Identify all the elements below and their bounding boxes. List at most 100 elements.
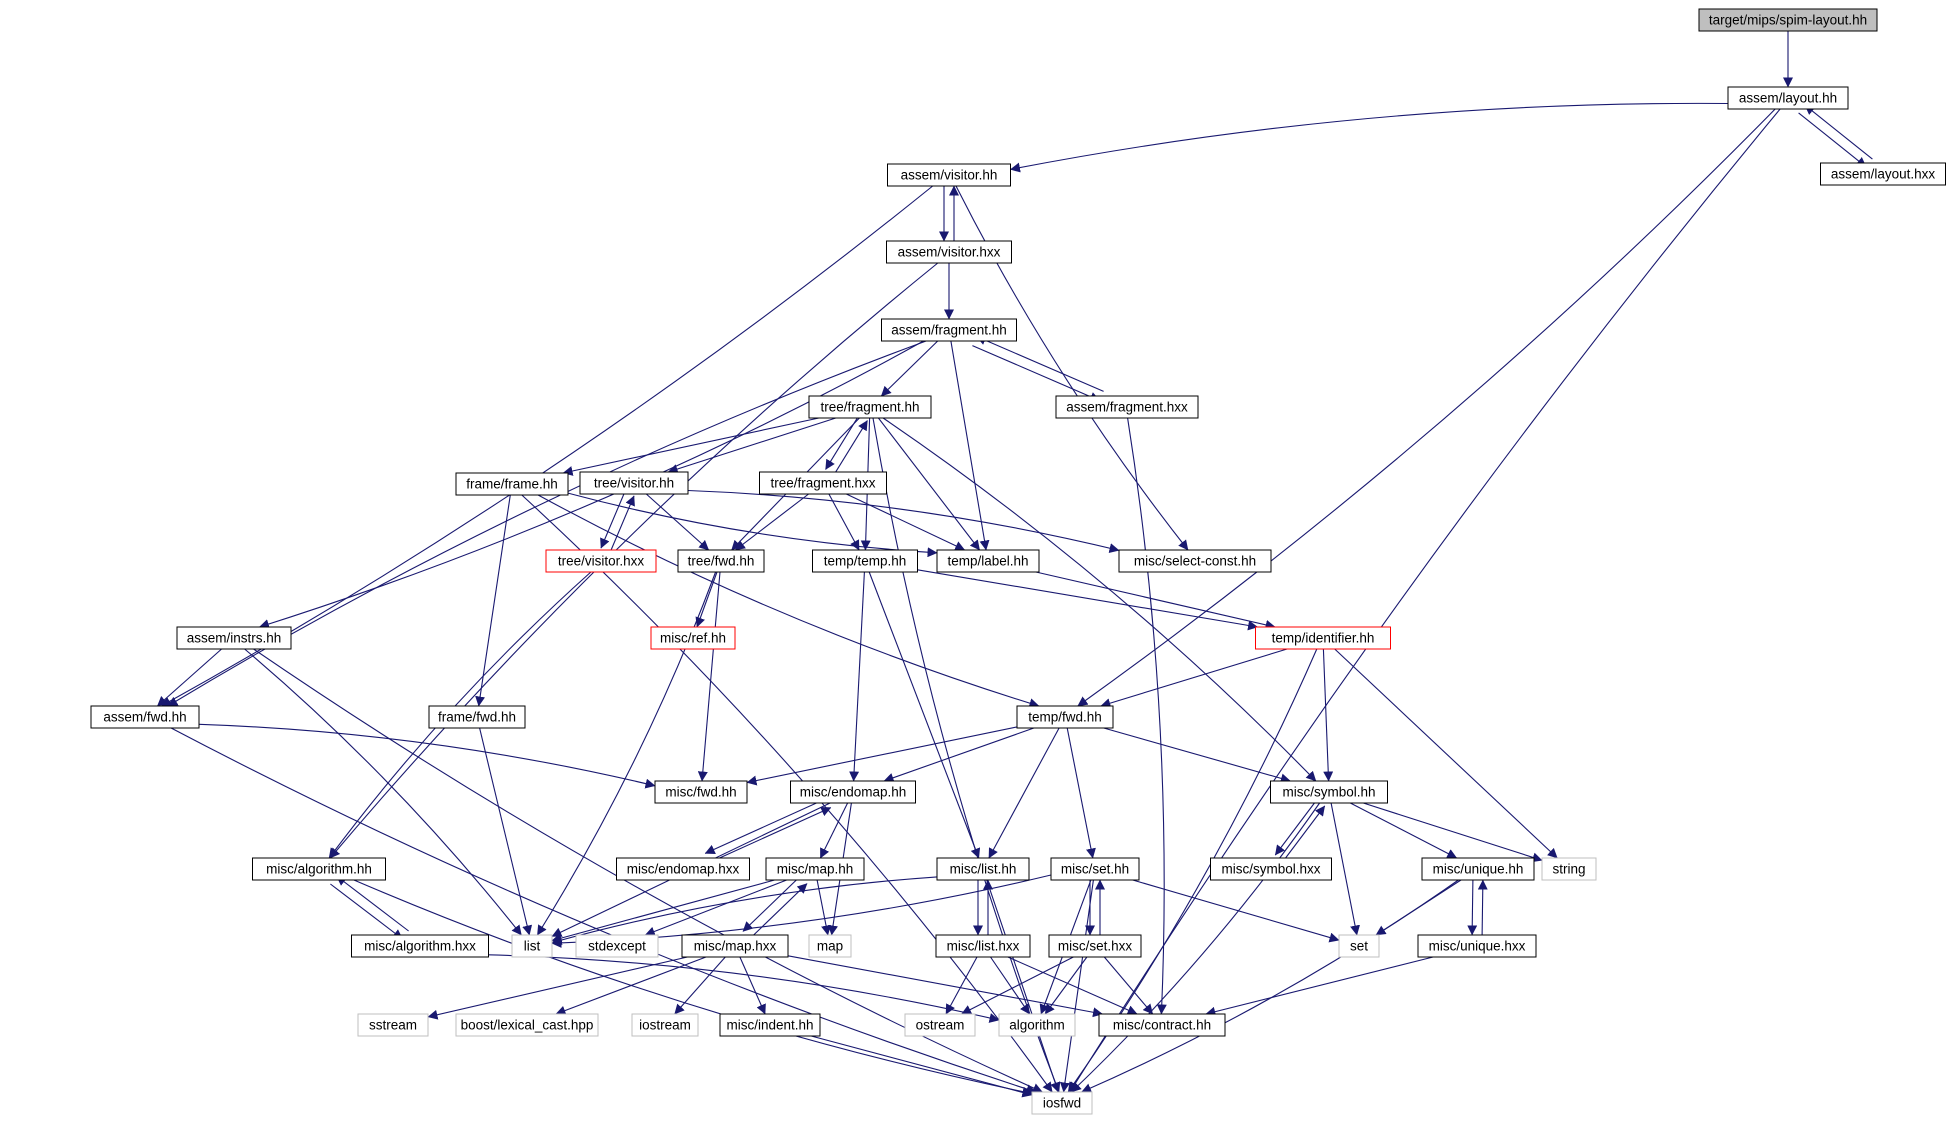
node-box xyxy=(654,780,748,804)
node-box xyxy=(1118,549,1272,573)
node-tree-fragment-hh[interactable]: tree/fragment.hh xyxy=(808,395,932,419)
node-misc-ref-hh[interactable]: misc/ref.hh xyxy=(650,626,736,650)
edge-tempfwd_hh-to-list_hh xyxy=(988,727,1060,859)
node-assem-visitor-hh[interactable]: assem/visitor.hh xyxy=(887,163,1011,187)
edge-tfragment_hxx-to-tfwd_hh xyxy=(735,493,809,551)
node-assem-instrs-hh[interactable]: assem/instrs.hh xyxy=(176,626,292,650)
node-label: assem/fragment.hxx xyxy=(1066,400,1188,415)
node-label: frame/frame.hh xyxy=(466,477,558,492)
node-box xyxy=(1210,857,1332,881)
edge-unique_hxx-to-contract_hh xyxy=(1205,956,1434,1017)
edge-algo_hh-to-algo_hxx xyxy=(330,883,403,940)
node-label: misc/symbol.hxx xyxy=(1221,862,1320,877)
node-tree-fwd-hh[interactable]: tree/fwd.hh xyxy=(677,549,765,573)
edge-layout_hh-to-visitor_hh xyxy=(1010,102,1729,173)
node-label: set xyxy=(1350,939,1368,954)
edge-temp_hh-to-identifier_hh xyxy=(917,569,1259,631)
edge-frame_hh-to-ffwd_hh xyxy=(475,494,511,707)
node-misc-map-hh[interactable]: misc/map.hh xyxy=(765,857,865,881)
node-box xyxy=(1050,857,1140,881)
node-misc-indent-hh[interactable]: misc/indent.hh xyxy=(719,1013,821,1037)
node-box xyxy=(935,934,1031,958)
edge-algo_hxx-to-algorithm xyxy=(488,954,1000,1023)
node-misc-list-hh[interactable]: misc/list.hh xyxy=(936,857,1030,881)
node-misc-fwd-hh[interactable]: misc/fwd.hh xyxy=(654,780,748,804)
node-misc-unique-hh[interactable]: misc/unique.hh xyxy=(1421,857,1535,881)
node-misc-map-hxx[interactable]: misc/map.hxx xyxy=(681,934,789,958)
node-label: tree/fragment.hh xyxy=(820,400,919,415)
edge-layout_hh-to-layout_hxx xyxy=(1798,112,1867,168)
edge-set_hh-to-set xyxy=(1132,879,1340,943)
node-box xyxy=(765,857,865,881)
node-box xyxy=(1698,8,1878,32)
node-assem-visitor-hxx[interactable]: assem/visitor.hxx xyxy=(886,240,1012,264)
node-misc-contract-hh[interactable]: misc/contract.hh xyxy=(1098,1013,1226,1037)
edge-tfragment_hh-to-tfragment_hxx xyxy=(825,415,860,470)
node-label: misc/unique.hh xyxy=(1433,862,1524,877)
node-target-mips-spim-layout-hh[interactable]: target/mips/spim-layout.hh xyxy=(1698,8,1878,32)
node-misc-list-hxx[interactable]: misc/list.hxx xyxy=(935,934,1031,958)
node-misc-set-hh[interactable]: misc/set.hh xyxy=(1050,857,1140,881)
node-label: misc/endomap.hh xyxy=(800,785,907,800)
node-misc-algorithm-hh[interactable]: misc/algorithm.hh xyxy=(252,857,386,881)
edge-tfragment_hxx-to-temp_hh xyxy=(828,493,860,551)
node-label: misc/symbol.hh xyxy=(1282,785,1375,800)
node-tree-visitor-hh[interactable]: tree/visitor.hh xyxy=(579,471,689,495)
node-misc-endomap-hxx[interactable]: misc/endomap.hxx xyxy=(616,857,750,881)
node-assem-fragment-hh[interactable]: assem/fragment.hh xyxy=(881,318,1017,342)
node-misc-symbol-hh[interactable]: misc/symbol.hh xyxy=(1270,780,1388,804)
edge-fragment_hxx-to-fragment_hh xyxy=(975,335,1104,392)
edge-map_hh-to-map_hxx xyxy=(742,876,801,932)
edge-algo_hxx-to-algo_hh xyxy=(336,875,409,932)
node-assem-fwd-hh[interactable]: assem/fwd.hh xyxy=(90,705,200,729)
node-assem-layout-hh[interactable]: assem/layout.hh xyxy=(1727,86,1849,110)
node-misc-endomap-hh[interactable]: misc/endomap.hh xyxy=(790,780,916,804)
node-temp-fwd-hh[interactable]: temp/fwd.hh xyxy=(1016,705,1114,729)
edge-set_hh-to-list xyxy=(551,874,1052,948)
node-label: misc/list.hxx xyxy=(947,939,1020,954)
edge-map_hxx-to-indent_hh xyxy=(739,956,766,1015)
node-label: assem/layout.hh xyxy=(1739,91,1837,106)
node-tree-fragment-hxx[interactable]: tree/fragment.hxx xyxy=(759,471,887,495)
node-misc-set-hxx[interactable]: misc/set.hxx xyxy=(1048,934,1142,958)
edge-tempfwd_hh-to-symbol_hh xyxy=(1103,727,1291,784)
node-label: assem/visitor.hh xyxy=(901,168,998,183)
node-misc-unique-hxx[interactable]: misc/unique.hxx xyxy=(1417,934,1537,958)
node-box xyxy=(252,857,386,881)
edge-ffwd_hh-to-list xyxy=(479,727,533,936)
node-box xyxy=(631,1013,699,1037)
node-assem-layout-hxx[interactable]: assem/layout.hxx xyxy=(1820,162,1946,186)
node-tree-visitor-hxx[interactable]: tree/visitor.hxx xyxy=(545,549,657,573)
node-temp-temp-hh[interactable]: temp/temp.hh xyxy=(812,549,918,573)
node-assem-fragment-hxx[interactable]: assem/fragment.hxx xyxy=(1055,395,1199,419)
node-map: map xyxy=(808,934,852,958)
node-frame-frame-hh[interactable]: frame/frame.hh xyxy=(455,472,569,496)
node-label: stdexcept xyxy=(588,939,646,954)
edge-tfragment_hh-to-tvisitor_hh xyxy=(667,417,836,474)
node-misc-select-const-hh[interactable]: misc/select-const.hh xyxy=(1118,549,1272,573)
node-label: iosfwd xyxy=(1043,1096,1081,1111)
edge-tfwd_hh-to-ref_hh xyxy=(695,571,718,628)
edge-list_hxx-to-algorithm xyxy=(990,956,1030,1015)
node-temp-identifier-hh[interactable]: temp/identifier.hh xyxy=(1255,626,1391,650)
node-misc-algorithm-hxx[interactable]: misc/algorithm.hxx xyxy=(351,934,489,958)
node-label: target/mips/spim-layout.hh xyxy=(1709,13,1867,28)
node-frame-fwd-hh[interactable]: frame/fwd.hh xyxy=(428,705,526,729)
edge-endomap_hh-to-endomap_hxx xyxy=(704,797,827,855)
node-box xyxy=(1727,86,1849,110)
edge-layout_hxx-to-layout_hh xyxy=(1804,104,1873,160)
node-label: misc/set.hh xyxy=(1061,862,1129,877)
edges xyxy=(157,31,1873,1098)
edge-tfwd_hh-to-mfwd_hh xyxy=(697,571,721,782)
edge-map_hxx-to-sstream xyxy=(427,956,688,1020)
node-temp-label-hh[interactable]: temp/label.hh xyxy=(936,549,1040,573)
node-label: algorithm xyxy=(1009,1018,1065,1033)
node-label: misc/indent.hh xyxy=(726,1018,813,1033)
node-label: list xyxy=(524,939,541,954)
node-misc-symbol-hxx[interactable]: misc/symbol.hxx xyxy=(1210,857,1332,881)
node-label: string xyxy=(1552,862,1585,877)
node-box xyxy=(812,549,918,573)
edge-unique_hxx-to-unique_hh xyxy=(1477,879,1488,936)
edge-map_hxx-to-contract_hh xyxy=(787,955,1103,1018)
